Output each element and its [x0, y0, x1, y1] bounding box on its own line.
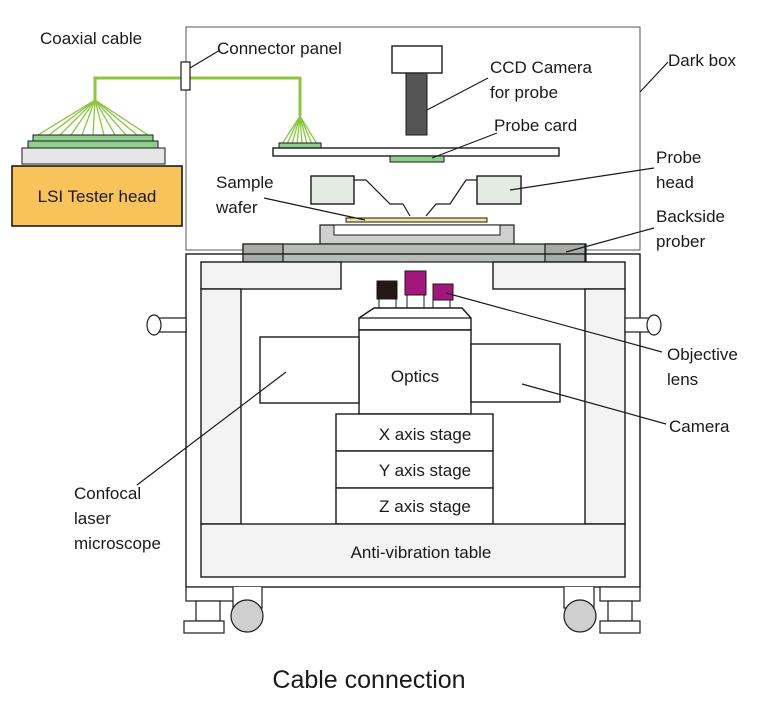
backside-prober-label-1: Backside	[656, 207, 725, 226]
sample-wafer-label-2: wafer	[215, 198, 258, 217]
backside-prober-plate	[242, 243, 587, 263]
confocal-box	[259, 336, 360, 404]
optics-box	[358, 329, 472, 415]
lsi-tester-head-label: LSI Tester head	[38, 187, 157, 206]
ccd-camera-label-2: for probe	[490, 83, 558, 102]
foot-left-stem	[195, 600, 221, 622]
optics-label: Optics	[391, 367, 439, 386]
frame-top-right	[492, 261, 626, 290]
tester-base-plate	[21, 147, 166, 165]
objective-lens-center	[404, 270, 427, 296]
x-axis-stage	[335, 413, 494, 452]
probe-card-window	[389, 155, 445, 163]
probe-needle-left	[354, 179, 411, 217]
ccd-camera-label-1: CCD Camera	[490, 58, 593, 77]
y-axis-stage	[335, 450, 494, 489]
foot-right-plate	[599, 586, 641, 602]
sample-wafer-label-1: Sample	[216, 173, 274, 192]
frame-top-left	[200, 261, 342, 290]
backside-prober-left	[242, 243, 284, 263]
objective-turret	[358, 307, 472, 331]
z-axis-stage-label: Z axis stage	[379, 497, 471, 516]
probe-needle-right	[425, 179, 477, 217]
foot-right-pad	[599, 620, 641, 634]
confocal-label-1: Confocal	[74, 484, 141, 503]
objective-lens-dark	[376, 280, 398, 300]
caster-left-wheel	[230, 599, 264, 633]
probe-head-label-1: Probe	[656, 148, 701, 167]
z-axis-stage	[335, 487, 494, 525]
lsi-tester-head	[11, 165, 183, 227]
tester-connector-strip	[32, 134, 154, 142]
coaxial-cable	[93, 76, 302, 116]
caster-right-wheel	[563, 599, 597, 633]
camera-label: Camera	[669, 417, 730, 436]
wafer-chuck-inner	[333, 224, 501, 236]
handle-left-knob	[146, 314, 162, 336]
backside-prober-right	[544, 243, 586, 263]
handle-right-knob	[646, 314, 662, 336]
foot-right-stem	[607, 600, 633, 622]
coaxial-cable-label: Coaxial cable	[40, 29, 142, 48]
probe-head-label-2: head	[656, 173, 694, 192]
confocal-label-3: microscope	[74, 534, 161, 553]
frame-leg-left	[200, 288, 242, 525]
foot-left-pad	[183, 620, 225, 634]
frame-outer	[185, 253, 641, 588]
cable-fanout-right	[281, 115, 318, 145]
dark-box-label: Dark box	[668, 51, 737, 70]
probe-card-connector	[278, 142, 322, 149]
camera-box	[470, 343, 561, 403]
probe-head-left	[310, 175, 355, 205]
x-axis-stage-label: X axis stage	[379, 425, 472, 444]
sample-wafer	[345, 217, 488, 223]
cable-fanout-left	[37, 99, 149, 136]
confocal-label-2: laser	[74, 509, 111, 528]
ccd-camera-lens	[405, 72, 428, 136]
probe-card	[272, 147, 560, 157]
probe-head-right	[476, 175, 522, 205]
connector-panel-label: Connector panel	[217, 39, 342, 58]
backside-prober-label-2: prober	[656, 232, 705, 251]
connector-panel	[180, 61, 191, 91]
objective-lens-label-1: Objective	[667, 345, 738, 364]
anti-vibration-table	[200, 523, 626, 578]
tester-board	[27, 140, 159, 149]
foot-left-plate	[185, 586, 237, 602]
probe-card-label: Probe card	[494, 116, 577, 135]
objective-lens-label-2: lens	[667, 370, 698, 389]
caption: Cable connection	[272, 666, 465, 694]
leader-lines	[136, 49, 669, 486]
objective-lens-right	[432, 283, 454, 301]
y-axis-stage-label: Y axis stage	[379, 461, 471, 480]
anti-vibration-table-label: Anti-vibration table	[351, 543, 492, 562]
ccd-camera-body	[391, 45, 443, 74]
